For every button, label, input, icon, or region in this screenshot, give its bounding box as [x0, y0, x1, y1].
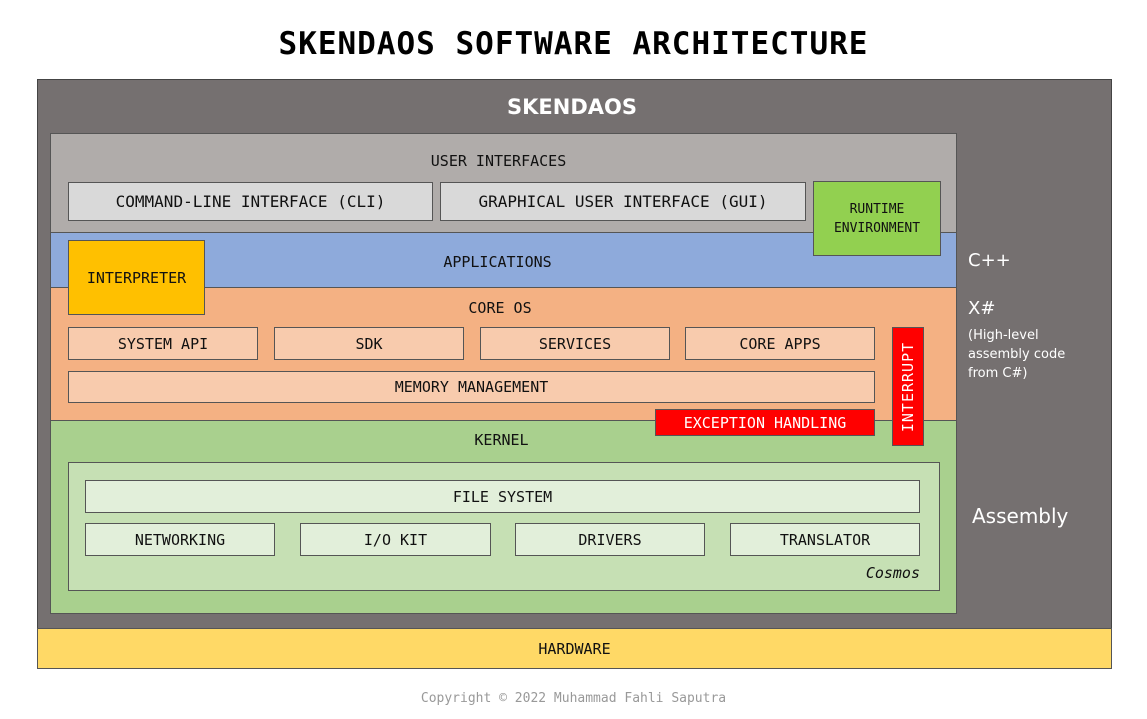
- applications-label: APPLICATIONS: [443, 253, 552, 271]
- io-kit-box: I/O KIT: [300, 523, 491, 556]
- services-box: SERVICES: [480, 327, 670, 360]
- cli-box: COMMAND-LINE INTERFACE (CLI): [68, 182, 433, 221]
- cpp-language-label: C++: [968, 250, 1011, 271]
- kernel-label: KERNEL: [474, 431, 529, 449]
- xsharp-language-label: X#: [968, 298, 996, 319]
- memory-management-box: MEMORY MANAGEMENT: [68, 371, 875, 403]
- sdk-box: SDK: [274, 327, 464, 360]
- page-title: SKENDAOS SOFTWARE ARCHITECTURE: [278, 26, 869, 62]
- interrupt-box: INTERRUPT: [892, 327, 924, 446]
- system-api-box: SYSTEM API: [68, 327, 258, 360]
- copyright-text: Copyright © 2022 Muhammad Fahli Saputra: [420, 690, 727, 706]
- cosmos-label: Cosmos: [865, 564, 920, 582]
- core-apps-box: CORE APPS: [685, 327, 875, 360]
- runtime-environment-box: RUNTIME ENVIRONMENT: [813, 181, 941, 256]
- user-interfaces-label: USER INTERFACES: [430, 152, 567, 170]
- hardware-layer: HARDWARE: [37, 628, 1112, 669]
- drivers-box: DRIVERS: [515, 523, 705, 556]
- networking-box: NETWORKING: [85, 523, 275, 556]
- runtime-line-2: ENVIRONMENT: [833, 220, 921, 236]
- interrupt-label: INTERRUPT: [899, 341, 917, 432]
- assembly-language-label: Assembly: [972, 504, 1069, 528]
- gui-box: GRAPHICAL USER INTERFACE (GUI): [440, 182, 806, 221]
- exception-handling-box: EXCEPTION HANDLING: [655, 409, 875, 436]
- core-os-label: CORE OS: [468, 299, 532, 317]
- runtime-line-1: RUNTIME: [849, 201, 905, 217]
- xsharp-note: (High-level assembly code from C#): [968, 328, 1066, 381]
- file-system-box: FILE SYSTEM: [85, 480, 920, 513]
- interpreter-box: INTERPRETER: [68, 240, 205, 315]
- translator-box: TRANSLATOR: [730, 523, 920, 556]
- skendaos-label: SKENDAOS: [507, 95, 637, 119]
